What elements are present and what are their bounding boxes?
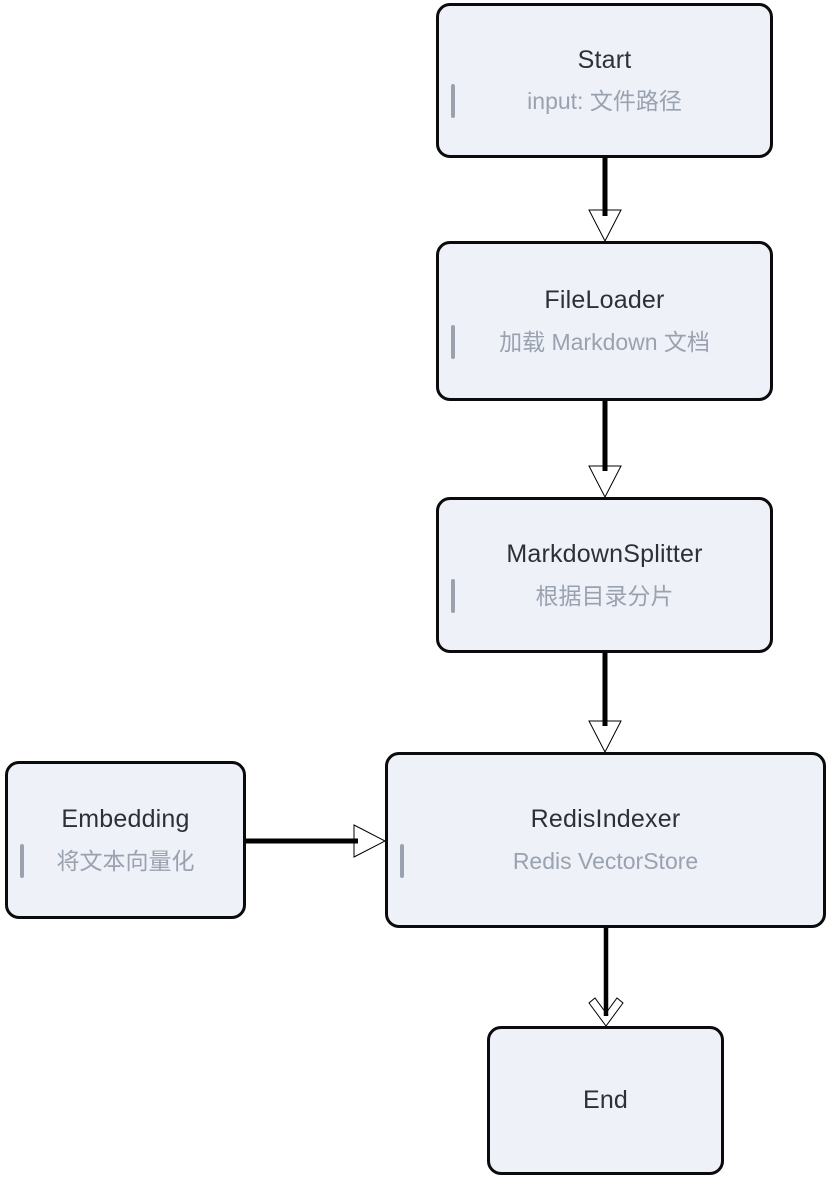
- node-embedding-subtitle-row: 将文本向量化: [8, 843, 243, 878]
- node-start-title: Start: [577, 45, 632, 74]
- arrowhead-icon: [588, 209, 622, 243]
- accent-bar-icon: [451, 84, 455, 119]
- node-start-subtitle: input: 文件路径: [527, 88, 682, 115]
- node-redis-indexer[interactable]: RedisIndexer Redis VectorStore: [385, 752, 826, 928]
- node-file-loader-subtitle: 加载 Markdown 文档: [499, 328, 710, 355]
- edge-markdown-splitter-to-redis-indexer: [588, 653, 622, 754]
- arrowhead-icon: [588, 465, 622, 499]
- node-redis-indexer-title: RedisIndexer: [530, 805, 681, 834]
- node-end-title: End: [582, 1085, 629, 1114]
- arrowhead-icon: [588, 997, 624, 1027]
- node-markdown-splitter[interactable]: MarkdownSplitter 根据目录分片: [436, 497, 773, 653]
- node-markdown-splitter-subtitle-row: 根据目录分片: [439, 578, 770, 613]
- node-file-loader[interactable]: FileLoader 加载 Markdown 文档: [436, 241, 773, 401]
- arrowhead-icon: [588, 720, 622, 754]
- node-redis-indexer-subtitle: Redis VectorStore: [512, 847, 699, 874]
- arrowhead-icon: [353, 824, 387, 858]
- node-embedding-subtitle: 将文本向量化: [56, 847, 195, 874]
- node-start-subtitle-row: input: 文件路径: [439, 84, 770, 119]
- node-redis-indexer-subtitle-row: Redis VectorStore: [388, 843, 823, 878]
- edge-start-to-file-loader: [588, 158, 622, 243]
- edge-embedding-to-redis-indexer: [246, 824, 387, 858]
- accent-bar-icon: [451, 578, 455, 613]
- node-markdown-splitter-title: MarkdownSplitter: [506, 540, 703, 569]
- node-start[interactable]: Start input: 文件路径: [436, 3, 773, 158]
- edge-file-loader-to-markdown-splitter: [588, 401, 622, 499]
- edge-redis-indexer-to-end: [588, 928, 624, 1027]
- accent-bar-icon: [400, 843, 404, 878]
- accent-bar-icon: [451, 324, 455, 359]
- accent-bar-icon: [20, 843, 24, 878]
- node-file-loader-subtitle-row: 加载 Markdown 文档: [439, 324, 770, 359]
- node-embedding[interactable]: Embedding 将文本向量化: [5, 761, 246, 919]
- node-markdown-splitter-subtitle: 根据目录分片: [535, 582, 674, 609]
- node-file-loader-title: FileLoader: [544, 286, 665, 315]
- node-end[interactable]: End: [487, 1026, 724, 1175]
- node-embedding-title: Embedding: [61, 805, 190, 834]
